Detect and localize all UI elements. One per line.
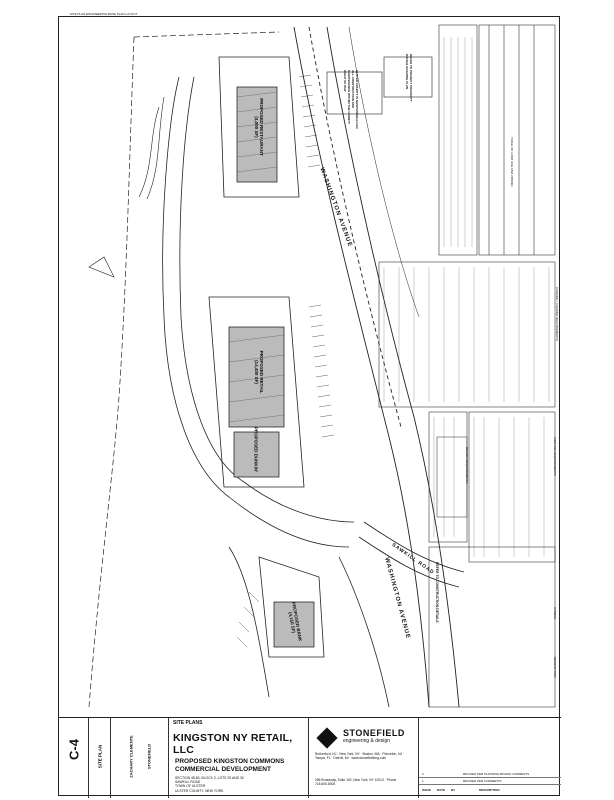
top-note: SITE PLAN ENGINEERING BASE PLAN LAYOUT bbox=[70, 12, 138, 16]
project-line-2: COMMERCIAL DEVELOPMENT bbox=[175, 766, 271, 773]
revision-header-no: ISSUE bbox=[422, 787, 432, 792]
revision-header-by: BY bbox=[451, 787, 456, 792]
note-construction-details: REFER TO CONSTRUCTION DETAILS bbox=[435, 562, 439, 623]
table-title-signage: SIGNAGE REQUIREMENTS bbox=[553, 437, 557, 476]
title-block: C-4 SITE PLAN ZACHARY CLEMENTE STONEFIEL… bbox=[59, 717, 561, 798]
revision-header-desc: DESCRIPTION bbox=[479, 787, 500, 792]
building-label-dunkin-name: PROPOSED DUNKIN' bbox=[253, 426, 259, 473]
revision-table: 2 REVISED PER PLANNING BOARD COMMENTS 1 … bbox=[419, 718, 561, 798]
firm-logo-cell: STONEFIELD engineering & design Rutherfo… bbox=[309, 718, 419, 798]
building-label-restaurant: PROPOSED RESTAURANT (4,000 SF) bbox=[254, 97, 264, 157]
engineer-firm: STONEFIELD bbox=[146, 743, 152, 770]
building-label-retail: PROPOSED RETAIL (14,400 SF) bbox=[254, 342, 264, 402]
table-title-symbol: SYMBOL bbox=[553, 607, 557, 620]
sheet-number: C-4 bbox=[66, 739, 82, 760]
sheet-number-cell: C-4 bbox=[59, 718, 89, 798]
project-address: SECTION 48.80, BLOCK 2, LOTS 29 AND 30 S… bbox=[175, 776, 244, 793]
revision-desc: REVISED PER COMMENTS bbox=[463, 778, 502, 783]
sheet-title-cell: SITE PLAN bbox=[89, 718, 111, 798]
firm-contact: 286 Broadway, Suite 152, New York, NY 10… bbox=[315, 778, 397, 787]
revision-header-date: DATE bbox=[437, 787, 445, 792]
table-title-land-use: TABLE OF LAND USE AND ZONING bbox=[510, 137, 514, 187]
firm-tagline: engineering & design bbox=[343, 738, 390, 744]
revision-no: 2 bbox=[422, 771, 424, 776]
revision-row: 2 REVISED PER PLANNING BOARD COMMENTS bbox=[419, 770, 561, 778]
client-name: KINGSTON NY RETAIL, LLC bbox=[173, 732, 293, 756]
revision-header: ISSUE DATE BY DESCRIPTION bbox=[419, 786, 561, 793]
firm-offices: Rutherford, NJ · New York, NY · Boston, … bbox=[315, 752, 405, 761]
site-plan-graphic bbox=[88, 24, 556, 708]
address-line: SECTION 48.80, BLOCK 2, LOTS 29 AND 30 bbox=[175, 776, 244, 780]
engineer-cell: ZACHARY CLEMENTE STONEFIELD bbox=[111, 718, 169, 798]
firm-name: STONEFIELD bbox=[343, 728, 405, 738]
building-label-restaurant-name: PROPOSED RESTAURANT bbox=[259, 98, 264, 156]
boxed-note-county: ULSTER COUNTY IS RESPONSIBLE FOR ALL CON… bbox=[343, 70, 359, 129]
site-plan-drawing: WASHINGTON AVENUE WASHINGTON AVENUE SAWK… bbox=[59, 17, 561, 717]
table-title-description: DESCRIPTION bbox=[553, 657, 557, 678]
table-title-parking: PARKING / LOADING REQUIREMENTS bbox=[555, 287, 559, 342]
project-title-cell: SITE PLANS KINGSTON NY RETAIL, LLC PROPO… bbox=[169, 718, 309, 798]
drawing-sheet: WASHINGTON AVENUE WASHINGTON AVENUE SAWK… bbox=[58, 16, 561, 798]
stonefield-logo-icon bbox=[316, 727, 338, 749]
building-label-retail-name: PROPOSED RETAIL bbox=[259, 350, 264, 394]
revision-row: 1 REVISED PER COMMENTS bbox=[419, 777, 561, 785]
project-line-1: PROPOSED KINGSTON COMMONS bbox=[175, 758, 285, 765]
address-line: SAWKILL ROAD bbox=[175, 780, 201, 785]
table-title-design: DESIGN REQUIREMENTS bbox=[465, 447, 469, 484]
sheet-title: SITE PLAN bbox=[97, 744, 103, 769]
revision-desc: REVISED PER PLANNING BOARD COMMENTS bbox=[463, 771, 530, 776]
address-line: TOWN OF ULSTER bbox=[175, 784, 206, 789]
revision-no: 1 bbox=[422, 778, 424, 783]
section-title: SITE PLANS bbox=[173, 720, 203, 726]
address-line: ULSTER COUNTY, NEW YORK bbox=[175, 788, 224, 793]
engineer-name: ZACHARY CLEMENTE bbox=[128, 735, 134, 778]
building-label-dunkin: PROPOSED DUNKIN' bbox=[254, 425, 259, 475]
boxed-note-grading: REFER TO PROJECT PROPERTY ROUGH GRADING … bbox=[405, 54, 413, 102]
